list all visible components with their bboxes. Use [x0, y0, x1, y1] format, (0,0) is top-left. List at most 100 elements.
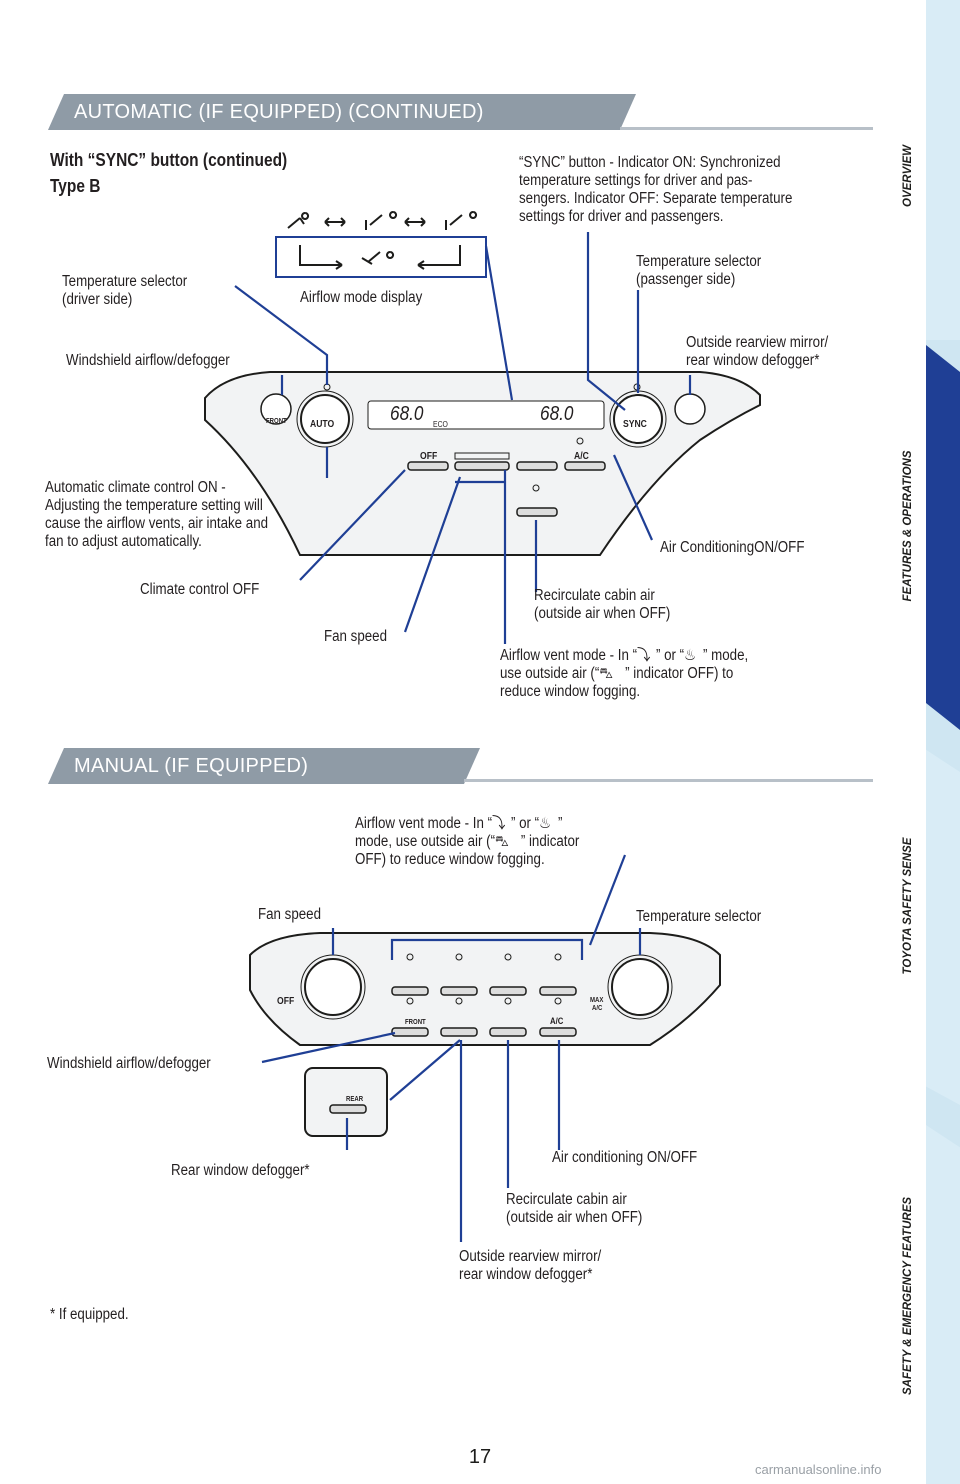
manual-leader-lines — [261, 854, 642, 1242]
manual-front-text[interactable]: FRONT — [405, 1019, 426, 1026]
label-vent-mode-line1: Airflow vent mode - In “⤵” or “♨ ” mode, — [500, 647, 748, 664]
double-arrow-icon — [404, 217, 426, 227]
manual-vent-text-d: mode, use outside air (“ — [355, 833, 496, 850]
label-windshield: Windshield airflow/defogger — [66, 352, 230, 369]
vent-mode-text-b: ” or “ — [655, 647, 685, 664]
label-manual-vent-2: mode, use outside air (“⛍ ” indicator — [355, 833, 579, 850]
label-recirc-1: Recirculate cabin air — [534, 587, 655, 604]
label-mirror-defogger-2: rear window defogger* — [686, 352, 820, 369]
label-manual-fan: Fan speed — [258, 906, 321, 923]
label-auto-on-3: cause the airflow vents, air intake and — [45, 515, 269, 532]
label-manual-rear-defogger: Rear window defogger* — [171, 1162, 310, 1179]
manual-panel — [249, 932, 721, 1137]
manual-vent-bracket — [390, 938, 584, 960]
side-tab-safety[interactable] — [926, 1124, 960, 1484]
leader-vent-mode — [455, 470, 507, 644]
section-banner-automatic: AUTOMATIC (IF EQUIPPED) (CONTINUED) — [48, 94, 636, 130]
label-temp-driver-1: Temperature selector — [62, 273, 188, 290]
label-sync-3: sengers. Indicator OFF: Separate tempera… — [519, 190, 793, 207]
defrost-icon: ♨ — [684, 647, 697, 664]
banner-rule — [464, 779, 873, 782]
leader-ac — [612, 454, 654, 541]
manual-vent-text-e: ” indicator — [520, 833, 580, 850]
floor-vent-icon: ⤵ — [492, 815, 506, 832]
floor-defrost-icon — [361, 251, 395, 265]
bilevel-icon — [365, 211, 398, 230]
label-sync-2: temperature settings for driver and pas- — [519, 172, 753, 189]
side-tab-features[interactable] — [926, 345, 960, 730]
manual-off-text[interactable]: OFF — [277, 996, 295, 1007]
section-heading: With “SYNC” button (continued) — [50, 150, 288, 170]
section-banner-manual: MANUAL (IF EQUIPPED) — [48, 748, 480, 784]
label-mirror-defogger-1: Outside rearview mirror/ — [686, 334, 829, 351]
side-tab-tss[interactable] — [926, 749, 960, 1105]
vent-mode-text-c: ” mode, — [703, 647, 749, 664]
floor-vent-icon — [445, 211, 478, 230]
leader-fan — [403, 476, 462, 633]
recirculate-icon: ⛍ — [495, 833, 509, 850]
auto-leader-lines — [234, 232, 692, 644]
double-arrow-icon — [324, 217, 346, 227]
vent-mode-text-d: use outside air (“ — [500, 665, 600, 682]
label-auto-on-4: fan to adjust automatically. — [45, 533, 202, 550]
label-temp-driver-2: (driver side) — [62, 291, 133, 308]
banner-text: AUTOMATIC (IF EQUIPPED) (CONTINUED) — [74, 100, 484, 123]
vent-mode-text-a: Airflow vent mode - In “ — [500, 647, 638, 664]
sync-button[interactable]: SYNC — [623, 419, 647, 430]
label-manual-mirror-2: rear window defogger* — [459, 1266, 593, 1283]
section-subheading: Type B — [50, 176, 101, 196]
leader-manual-vent-mode — [588, 854, 627, 946]
label-vent-mode-line3: reduce window fogging. — [500, 683, 641, 700]
leader-manual-windshield — [261, 1031, 396, 1064]
cycle-arrow-left — [299, 245, 343, 270]
watermark: carmanualsonline.info — [755, 1462, 882, 1477]
label-fan: Fan speed — [324, 628, 387, 645]
manual-vent-text-b: ” or “ — [510, 815, 540, 832]
label-manual-mirror-1: Outside rearview mirror/ — [459, 1248, 602, 1265]
label-temp-passenger-2: (passenger side) — [636, 271, 736, 288]
banner-text: MANUAL (IF EQUIPPED) — [74, 754, 309, 777]
manual-vent-text-a: Airflow vent mode - In “ — [355, 815, 493, 832]
label-manual-recirc-1: Recirculate cabin air — [506, 1191, 627, 1208]
defrost-icon: ♨ — [539, 815, 552, 832]
auto-button[interactable]: AUTO — [310, 419, 335, 430]
front-defogger-button[interactable]: FRONT — [266, 418, 287, 425]
label-auto-on-1: Automatic climate control ON - — [45, 479, 226, 496]
airflow-display-bracket — [275, 236, 487, 278]
side-tab-overview[interactable] — [926, 0, 960, 340]
leader-sync — [586, 232, 626, 411]
leader-climate-off — [299, 469, 406, 581]
label-ac: Air ConditioningON/OFF — [660, 539, 805, 556]
manual-ac-text[interactable]: A/C — [550, 1016, 564, 1026]
footnote: * If equipped. — [50, 1306, 129, 1323]
floor-vent-icon: ⤵ — [637, 647, 651, 664]
leader-temp-driver — [234, 285, 329, 385]
label-manual-windshield: Windshield airflow/defogger — [47, 1055, 211, 1072]
label-manual-vent-1: Airflow vent mode - In “⤵” or “♨ ” — [355, 815, 562, 832]
manual-rear-text[interactable]: REAR — [346, 1096, 364, 1103]
recirculate-icon: ⛍ — [599, 665, 614, 682]
banner-rule — [620, 127, 873, 130]
ac-button[interactable]: A/C — [574, 451, 589, 462]
leader-manual-mirror-rear — [389, 1039, 461, 1101]
off-button[interactable]: OFF — [420, 451, 438, 462]
display-temp-right: 68.0 — [540, 403, 574, 425]
leader-airflow-display — [484, 245, 514, 401]
label-auto-on-2: Adjusting the temperature setting will — [45, 497, 263, 514]
label-manual-vent-3: OFF) to reduce window fogging. — [355, 851, 545, 868]
label-climate-off: Climate control OFF — [140, 581, 260, 598]
vent-mode-text-e: ” indicator OFF) to — [625, 665, 734, 682]
label-manual-temp: Temperature selector — [636, 908, 762, 925]
label-sync-4: settings for driver and passengers. — [519, 208, 724, 225]
label-sync-1: “SYNC” button - Indicator ON: Synchroniz… — [519, 154, 781, 171]
display-eco: ECO — [433, 420, 448, 429]
label-manual-recirc-2: (outside air when OFF) — [506, 1209, 643, 1226]
auto-panel — [204, 371, 761, 556]
face-vent-icon — [287, 212, 310, 229]
manual-max-ac-text[interactable]: A/C — [592, 1005, 603, 1012]
display-temp-left: 68.0 — [390, 403, 424, 425]
label-vent-mode-line2: use outside air (“⛍ ” indicator OFF) to — [500, 665, 733, 682]
manual-max-text[interactable]: MAX — [590, 997, 604, 1004]
manual-vent-text-c: ” — [558, 815, 563, 832]
page-number: 17 — [468, 1446, 492, 1468]
